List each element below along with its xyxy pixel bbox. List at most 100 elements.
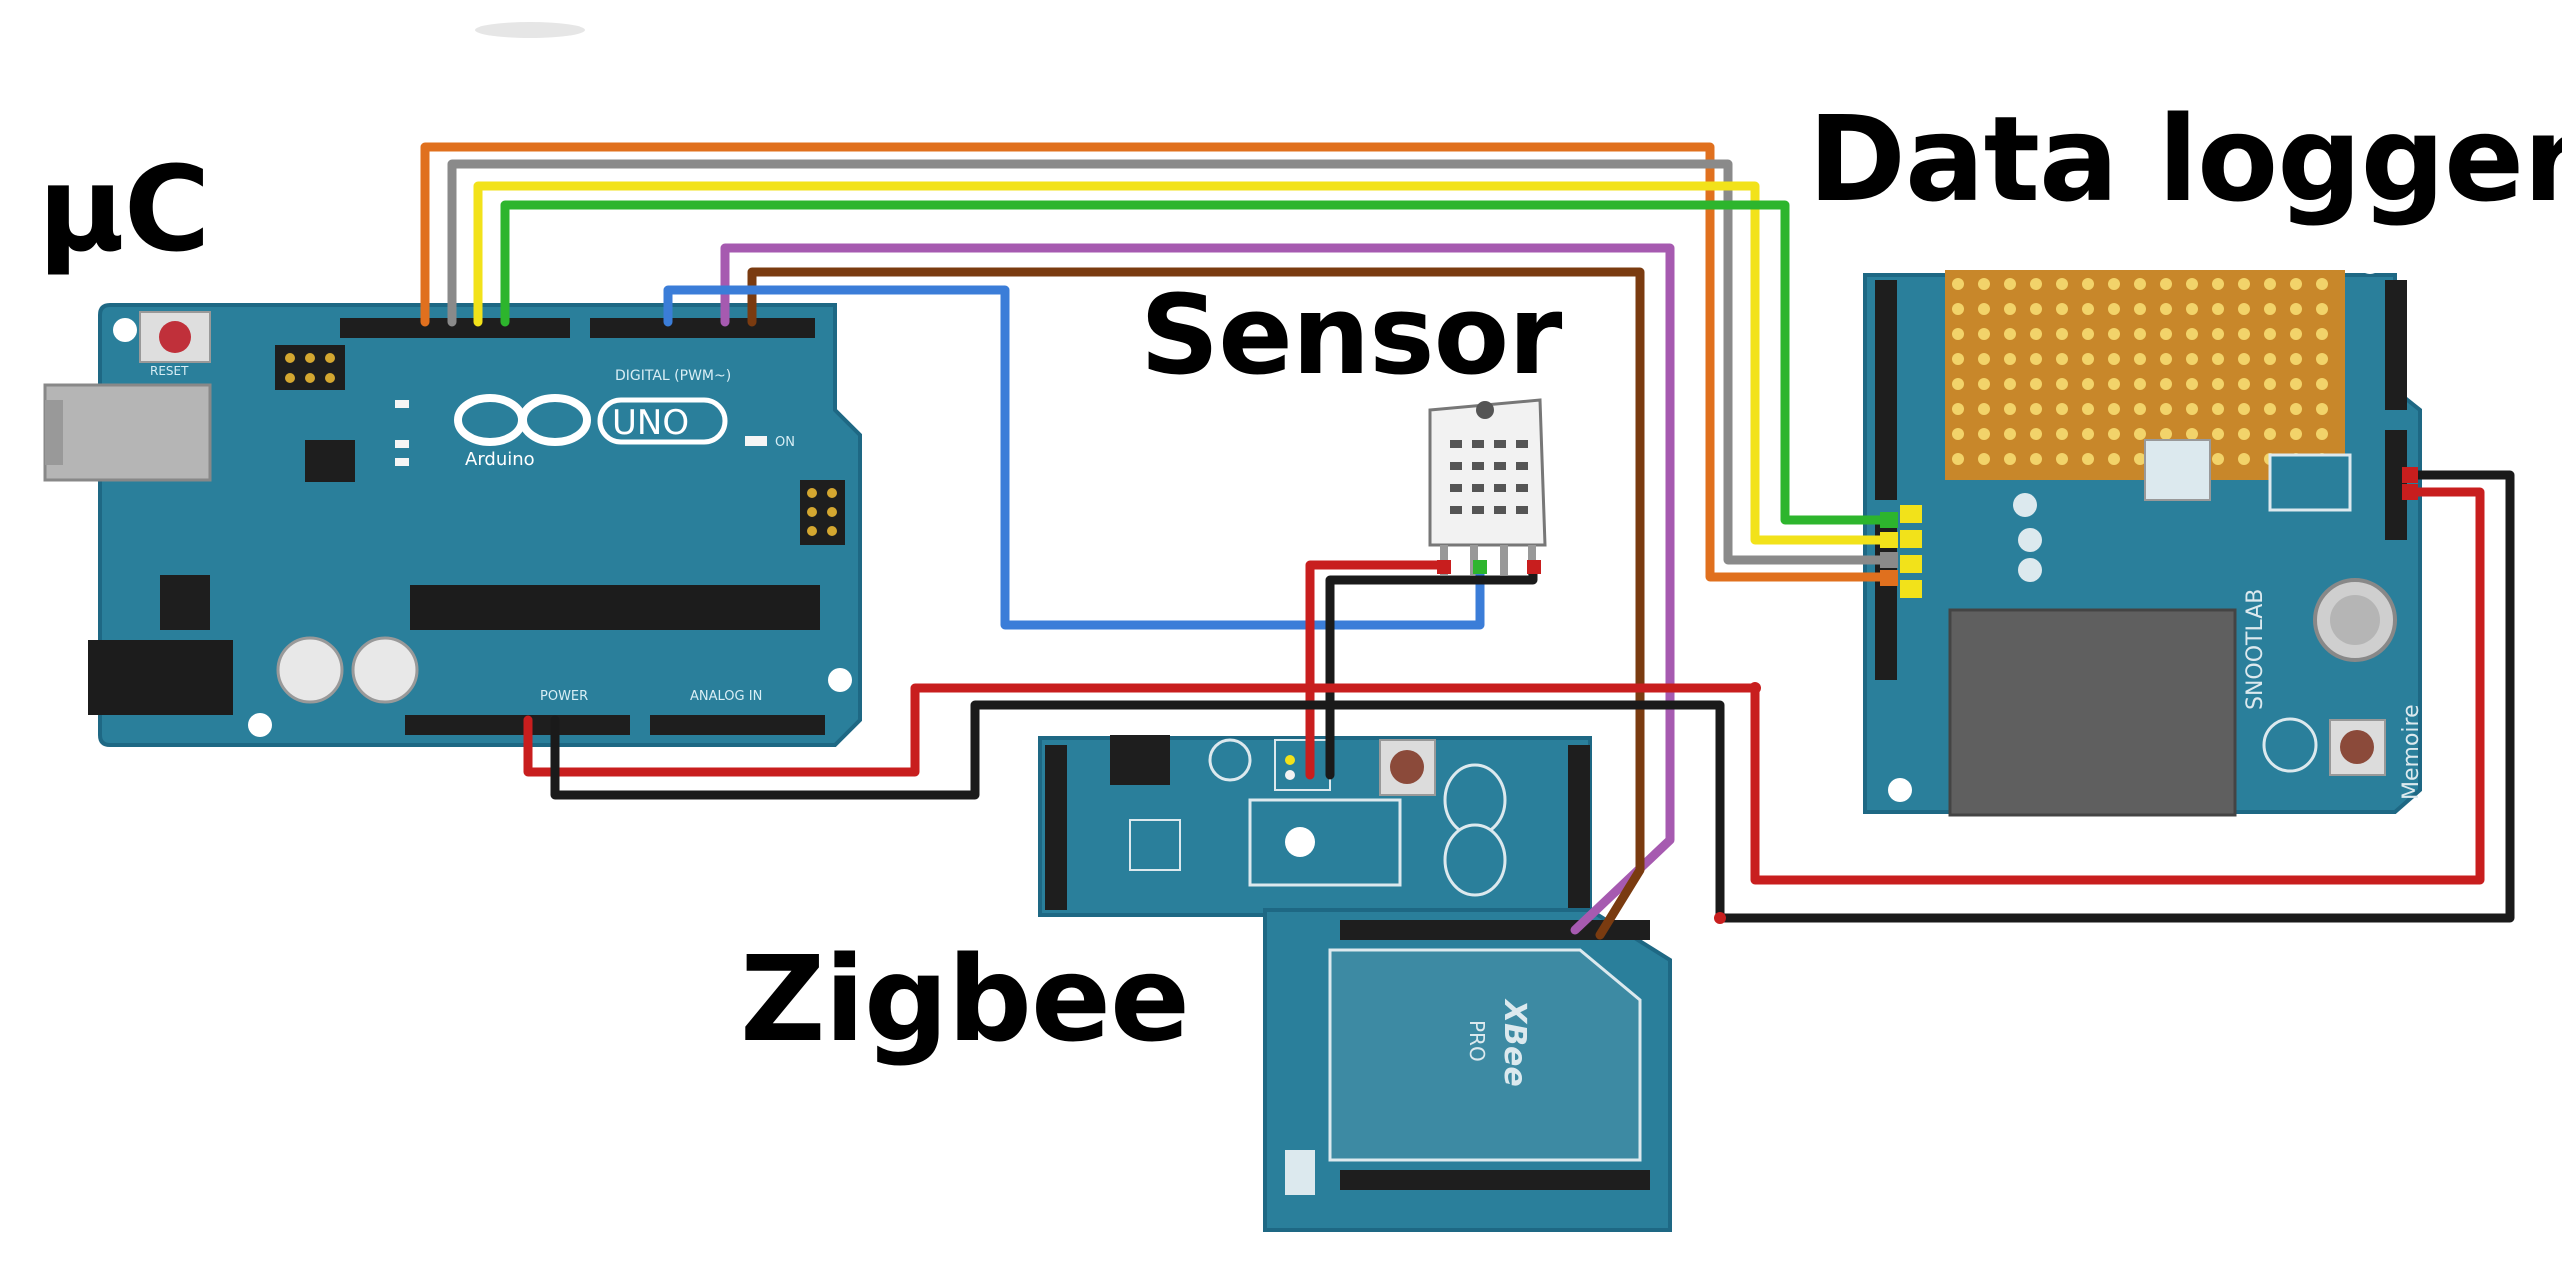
proto-dot: [2082, 403, 2094, 415]
proto-dot: [2238, 453, 2250, 465]
proto-dot: [1978, 278, 1990, 290]
proto-dot: [2212, 403, 2224, 415]
proto-dot: [2264, 303, 2276, 315]
proto-dot: [1952, 378, 1964, 390]
proto-dot: [2134, 303, 2146, 315]
on-led: [745, 436, 767, 446]
proto-dot: [2186, 278, 2198, 290]
memoire-text: Memoire: [2399, 704, 2424, 800]
wire-sensor-black: [1325, 565, 1538, 780]
proto-dot: [2316, 328, 2328, 340]
proto-dot: [1952, 328, 1964, 340]
proto-dot: [2108, 353, 2120, 365]
proto-dot: [2030, 353, 2042, 365]
proto-dot: [2056, 353, 2068, 365]
data-logger-shield: SNOOTLAB Memoire: [1863, 250, 2424, 817]
proto-dot: [1952, 453, 1964, 465]
proto-dot: [2212, 303, 2224, 315]
proto-dot: [2004, 403, 2016, 415]
proto-dot: [2056, 428, 2068, 440]
proto-dot: [2030, 328, 2042, 340]
proto-dot: [2108, 278, 2120, 290]
proto-dot: [1952, 278, 1964, 290]
label-microcontroller: µC: [38, 140, 210, 278]
xbee-logo-text: XBee: [1497, 998, 1532, 1087]
arduino-brand-text: Arduino: [465, 449, 535, 470]
proto-dot: [2264, 403, 2276, 415]
proto-dot: [2056, 453, 2068, 465]
proto-dot: [2160, 303, 2172, 315]
proto-dot: [2004, 303, 2016, 315]
proto-dot: [2082, 353, 2094, 365]
xbee-pro-text: PRO: [1465, 1020, 1489, 1062]
zigbee-shield: [1038, 735, 1592, 917]
proto-dot: [2238, 353, 2250, 365]
proto-dot: [2030, 303, 2042, 315]
proto-dot: [2082, 453, 2094, 465]
power-label: POWER: [540, 689, 588, 704]
proto-dot: [2160, 353, 2172, 365]
proto-dot: [1952, 303, 1964, 315]
proto-dot: [2134, 453, 2146, 465]
proto-dot: [2212, 353, 2224, 365]
proto-dot: [2212, 328, 2224, 340]
usb-connector: [43, 383, 212, 482]
proto-dot: [2212, 378, 2224, 390]
proto-dot: [2056, 278, 2068, 290]
xbee-module-board: [1263, 908, 1672, 1232]
proto-dot: [2316, 353, 2328, 365]
proto-dot: [2186, 303, 2198, 315]
digital-header: [340, 318, 815, 338]
sd-card-slot: [1948, 608, 2237, 817]
proto-dot: [2030, 278, 2042, 290]
proto-dot: [2056, 303, 2068, 315]
proto-dot: [2186, 403, 2198, 415]
proto-dot: [2316, 378, 2328, 390]
label-data-logger: Data logger: [1808, 90, 2562, 228]
proto-dot: [2134, 328, 2146, 340]
proto-dot: [1978, 453, 1990, 465]
proto-dot: [2056, 328, 2068, 340]
wire-gray: [447, 159, 1895, 565]
proto-dot: [2160, 403, 2172, 415]
label-sensor: Sensor: [1140, 271, 1562, 399]
proto-dot: [2264, 428, 2276, 440]
proto-dot: [2238, 328, 2250, 340]
proto-dot: [2238, 378, 2250, 390]
proto-dot: [1978, 303, 1990, 315]
proto-dot: [2030, 378, 2042, 390]
proto-dot: [1978, 328, 1990, 340]
proto-dot: [2004, 453, 2016, 465]
proto-dot: [2186, 378, 2198, 390]
mcu-chip: [410, 585, 820, 630]
proto-dot: [2030, 403, 2042, 415]
proto-dot: [2134, 403, 2146, 415]
proto-dot: [2134, 378, 2146, 390]
proto-dot: [2290, 303, 2302, 315]
proto-dot: [2290, 428, 2302, 440]
proto-dot: [2264, 278, 2276, 290]
proto-dot: [2056, 378, 2068, 390]
power-jack: [88, 640, 233, 715]
proto-dot: [2212, 453, 2224, 465]
proto-dot: [2082, 303, 2094, 315]
analog-header: [650, 715, 825, 735]
proto-dot: [2160, 428, 2172, 440]
proto-dot: [2238, 278, 2250, 290]
proto-dot: [1978, 428, 1990, 440]
arduino-logo: [454, 394, 728, 446]
proto-dot: [2108, 428, 2120, 440]
xbee-module: [1328, 948, 1642, 1162]
proto-dot: [2108, 453, 2120, 465]
proto-dot: [2108, 303, 2120, 315]
analog-label: ANALOG IN: [690, 689, 762, 704]
proto-dot: [2082, 378, 2094, 390]
wire-green: [500, 200, 1895, 525]
proto-dot: [2212, 428, 2224, 440]
proto-dot: [1978, 378, 1990, 390]
proto-dot: [2082, 328, 2094, 340]
proto-dot: [2290, 403, 2302, 415]
label-zigbee: Zigbee: [740, 930, 1190, 1068]
